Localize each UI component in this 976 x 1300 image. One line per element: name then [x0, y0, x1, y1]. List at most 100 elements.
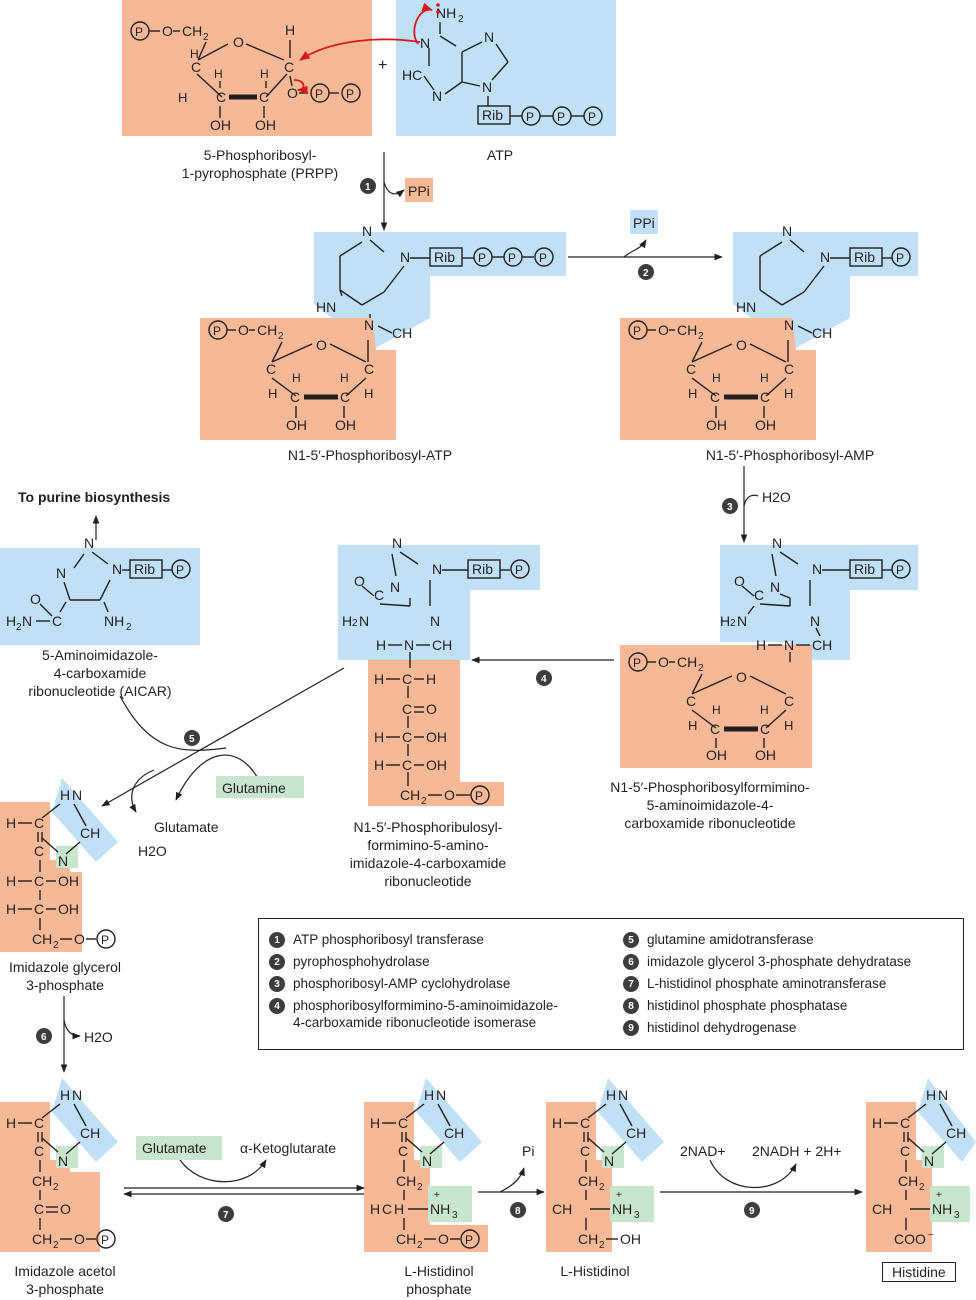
- iap-name: Imidazole acetol 3-phosphate: [14, 1263, 116, 1297]
- svg-text:O: O: [438, 1231, 449, 1247]
- h2o-3-label: H2O: [762, 489, 791, 505]
- svg-text:N: N: [618, 1087, 628, 1103]
- his-imidazole-shade: [918, 1078, 976, 1162]
- svg-text:H: H: [6, 873, 16, 889]
- svg-text:OH: OH: [286, 417, 307, 433]
- svg-text:CH: CH: [578, 1173, 598, 1189]
- svg-text:N: N: [359, 613, 369, 629]
- arrow-h2o-6: [63, 1019, 81, 1040]
- igp-name: Imidazole glycerol 3-phosphate: [8, 959, 122, 993]
- ketoglutarate-label: α-Ketoglutarate: [240, 1140, 336, 1156]
- svg-text:+: +: [616, 1190, 622, 1201]
- to-purine-label: To purine biosynthesis: [18, 489, 170, 505]
- svg-text:O: O: [426, 701, 437, 717]
- svg-text:CH: CH: [626, 1125, 646, 1141]
- svg-text:P: P: [478, 251, 486, 265]
- holp-imidazole-shade: [416, 1078, 482, 1162]
- svg-text:O: O: [74, 931, 85, 947]
- svg-text:NH: NH: [430, 1201, 450, 1217]
- arrow-h2o-3: [743, 494, 759, 507]
- svg-text:P: P: [176, 563, 184, 577]
- svg-text:H: H: [60, 1087, 70, 1103]
- svg-text:O: O: [736, 337, 747, 353]
- svg-text:H: H: [712, 371, 721, 385]
- svg-text:2: 2: [643, 268, 649, 279]
- svg-text:3: 3: [727, 502, 733, 513]
- svg-text:2: 2: [53, 1240, 59, 1251]
- svg-text:2: 2: [352, 618, 358, 629]
- svg-text:O: O: [354, 573, 365, 589]
- his-shade: [866, 1102, 932, 1252]
- svg-text:H: H: [292, 371, 301, 385]
- svg-text:2: 2: [698, 331, 704, 342]
- svg-text:OH: OH: [426, 757, 447, 773]
- svg-text:Rib: Rib: [854, 561, 875, 577]
- svg-text:H: H: [756, 637, 766, 653]
- svg-text:H: H: [60, 787, 70, 803]
- svg-text:N: N: [820, 249, 830, 265]
- svg-text:P: P: [539, 251, 547, 265]
- svg-text:N: N: [938, 1087, 948, 1103]
- svg-text:N: N: [400, 249, 410, 265]
- svg-text:2: 2: [698, 663, 704, 674]
- pramp-ribose-shade: [620, 318, 816, 440]
- svg-text:O: O: [287, 85, 298, 101]
- svg-text:Rib: Rib: [472, 561, 493, 577]
- svg-text:CH: CH: [396, 1173, 416, 1189]
- svg-text:2: 2: [126, 622, 132, 633]
- svg-text:H: H: [760, 703, 769, 717]
- svg-text:P: P: [101, 933, 109, 947]
- svg-text:OH: OH: [706, 417, 727, 433]
- svg-text:N: N: [770, 579, 780, 595]
- svg-text:H: H: [6, 1115, 16, 1131]
- svg-text:OH: OH: [755, 417, 776, 433]
- shading: [0, 0, 976, 1252]
- svg-text:H: H: [6, 901, 16, 917]
- prpp-ribose-shade: [122, 0, 372, 136]
- svg-text:C: C: [52, 613, 62, 629]
- svg-text:N: N: [484, 29, 494, 45]
- svg-text:N: N: [604, 1153, 614, 1169]
- pi-8-label: Pi: [522, 1143, 534, 1159]
- svg-text:−: −: [928, 1230, 934, 1241]
- svg-text:OH: OH: [335, 417, 356, 433]
- svg-text:P: P: [896, 251, 904, 265]
- svg-text:CH: CH: [396, 1231, 416, 1247]
- svg-text:H: H: [376, 637, 386, 653]
- svg-text:N: N: [56, 565, 66, 581]
- svg-text:O: O: [238, 322, 249, 338]
- svg-text:C: C: [34, 1201, 44, 1217]
- svg-text:O: O: [162, 23, 173, 39]
- his-n-shade: [922, 1146, 944, 1168]
- svg-text:H: H: [374, 757, 384, 773]
- hol-shade: [546, 1102, 612, 1252]
- svg-text:2: 2: [417, 1240, 423, 1251]
- svg-text:3: 3: [634, 1210, 640, 1221]
- holp-nh3-shade: [428, 1186, 472, 1222]
- svg-text:H: H: [426, 671, 436, 687]
- svg-text:HN: HN: [736, 299, 756, 315]
- svg-text:OH: OH: [255, 117, 276, 133]
- atp-base-shade: [396, 0, 616, 136]
- svg-text:C: C: [784, 361, 794, 377]
- prfar-base-shade: [338, 545, 540, 660]
- svg-text:NH: NH: [612, 1201, 632, 1217]
- prfar-name: N1-5′-Phosphoribulosyl- formimino-5-amin…: [349, 819, 507, 889]
- svg-text:P: P: [588, 110, 596, 124]
- svg-text:CH: CH: [444, 1125, 464, 1141]
- pratp-name: N1-5′-Phosphoribosyl-ATP: [287, 447, 453, 463]
- svg-text:H: H: [784, 386, 793, 401]
- ppi-1-label: PPi: [408, 183, 430, 199]
- prpp-name: 5-Phosphoribosyl- 1-pyrophosphate (PRPP): [181, 147, 339, 181]
- svg-text:H: H: [285, 22, 295, 38]
- arrow-nad-nadh: [709, 1159, 797, 1189]
- svg-text:C: C: [402, 701, 412, 717]
